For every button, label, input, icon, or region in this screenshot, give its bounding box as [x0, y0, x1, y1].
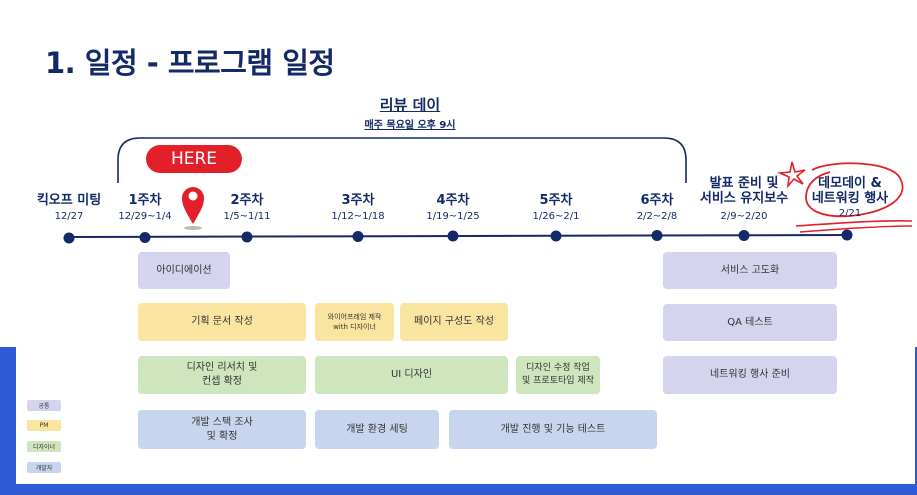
- task-networking-prep: 네트워킹 행사 준비: [663, 356, 837, 394]
- task-page-structure-label: 페이지 구성도 작성: [414, 316, 494, 327]
- review-day-title: 리뷰 데이: [379, 96, 441, 114]
- task-service-upgrade: 서비스 고도화: [663, 252, 837, 289]
- timeline-dot-demoday: [841, 229, 853, 241]
- task-env-setup: 개발 환경 세팅: [315, 410, 439, 449]
- legend-developer: 개발자: [27, 462, 61, 473]
- timeline-dot-presentation: [738, 230, 750, 241]
- task-dev-test: 개발 진행 및 기능 테스트: [449, 410, 657, 449]
- task-ui-design: UI 디자인: [315, 356, 508, 394]
- task-wireframe-label: 와이어프레임 제작 with 디자이너: [327, 313, 382, 331]
- timeline-dot-week1: [139, 232, 151, 243]
- task-page-structure: 페이지 구성도 작성: [400, 303, 508, 341]
- milestone-kickoff-date: 12/27: [54, 211, 84, 222]
- milestone-week4-label: 4주차: [436, 193, 470, 208]
- milestone-week6-label: 6주차: [640, 193, 674, 208]
- milestone-week6-date: 2/2~2/8: [636, 211, 678, 222]
- task-networking-prep-label: 네트워킹 행사 준비: [710, 369, 790, 380]
- milestone-week4-date: 1/19~1/25: [426, 211, 480, 222]
- timeline-dot-week4: [447, 230, 459, 242]
- milestone-week1-label: 1주차: [128, 193, 162, 208]
- task-design-revision-label: 디자인 수정 작업 및 프로토타입 제작: [522, 363, 594, 386]
- milestone-demoday-date: 2/21: [838, 208, 862, 219]
- milestone-demoday-label: 데모데이 & 네트워킹 행사: [811, 176, 889, 206]
- milestone-week1-date: 12/29~1/4: [118, 211, 172, 222]
- task-planning-doc-label: 기획 문서 작성: [191, 316, 253, 327]
- task-dev-test-label: 개발 진행 및 기능 테스트: [500, 423, 606, 435]
- location-pin-icon: [182, 187, 204, 230]
- milestone-week3-date: 1/12~1/18: [331, 211, 385, 222]
- task-qa-test: QA 테스트: [663, 304, 837, 341]
- task-design-research: 디자인 리서치 및 컨셉 확정: [138, 356, 306, 394]
- here-badge: HERE: [146, 145, 242, 173]
- timeline-dot-week5: [550, 230, 562, 242]
- task-design-research-label: 디자인 리서치 및 컨셉 확정: [186, 362, 258, 387]
- milestone-kickoff-label: 킥오프 미팅: [36, 193, 102, 208]
- milestone-week3-label: 3주차: [341, 193, 375, 208]
- star-doodle-icon: [776, 161, 806, 189]
- timeline-dot-week2: [241, 231, 253, 243]
- task-stack-research-label: 개발 스택 조사 및 확정: [191, 416, 253, 442]
- milestone-week5-date: 1/26~2/1: [532, 211, 580, 222]
- legend-pm: PM: [27, 420, 61, 431]
- task-qa-test-label: QA 테스트: [727, 316, 773, 328]
- task-planning-doc: 기획 문서 작성: [138, 303, 306, 341]
- milestone-week2-label: 2주차: [230, 193, 264, 208]
- milestone-week2-date: 1/5~1/11: [223, 211, 271, 222]
- milestone-presentation-label: 발표 준비 및 서비스 유지보수: [699, 176, 789, 206]
- task-env-setup-label: 개발 환경 세팅: [346, 423, 408, 435]
- milestone-week5-label: 5주차: [539, 193, 573, 208]
- task-design-revision: 디자인 수정 작업 및 프로토타입 제작: [516, 356, 600, 394]
- task-ui-design-label: UI 디자인: [390, 369, 433, 380]
- task-service-upgrade-label: 서비스 고도화: [720, 264, 780, 276]
- task-ideation: 아이디에이션: [138, 252, 230, 289]
- legend-developer-label: 개발자: [35, 465, 53, 472]
- task-ideation-label: 아이디에이션: [156, 264, 212, 276]
- timeline-dot-kickoff: [63, 232, 75, 244]
- legend-pm-label: PM: [39, 422, 49, 429]
- legend-designer: 디자이너: [27, 441, 61, 452]
- circle-doodle: [805, 162, 904, 218]
- milestone-presentation-date: 2/9~2/20: [720, 211, 768, 222]
- timeline-dot-week6: [651, 230, 663, 241]
- timeline-dot-week3: [352, 231, 364, 242]
- review-day-subtitle: 매주 목요일 오후 9시: [364, 120, 456, 131]
- legend-common-label: 공통: [38, 403, 50, 410]
- task-wireframe: 와이어프레임 제작 with 디자이너: [315, 303, 394, 341]
- legend-designer-label: 디자이너: [32, 444, 56, 451]
- task-stack-research: 개발 스택 조사 및 확정: [138, 410, 306, 449]
- legend-common: 공통: [27, 400, 61, 411]
- page-title: 1. 일정 - 프로그램 일정: [45, 46, 335, 80]
